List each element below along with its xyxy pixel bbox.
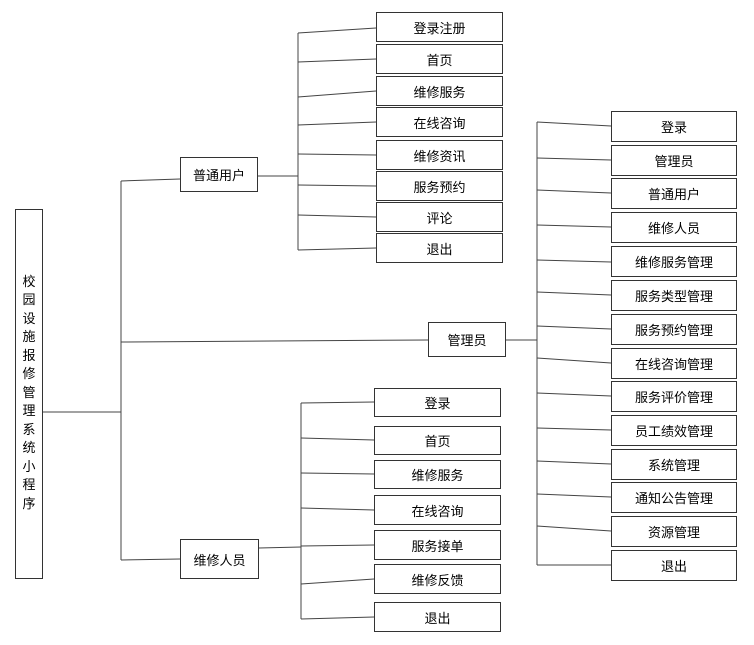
role-user-node: 普通用户 [180,157,258,192]
repair-item-home: 首页 [374,426,501,455]
admin-item-performance-mgmt: 员工绩效管理 [611,415,737,446]
admin-item-repair-staff: 维修人员 [611,212,737,243]
admin-item-logout: 退出 [611,550,737,581]
role-admin-node: 管理员 [428,322,506,357]
admin-item-consult-mgmt: 在线咨询管理 [611,348,737,379]
root-label-char: 程 [22,478,36,494]
root-node: 校园设施报修管理系统小程序 [15,209,43,579]
admin-item-repair-service-mgmt: 维修服务管理 [611,246,737,277]
root-label-char: 统 [22,441,36,457]
root-label-char: 修 [22,367,36,383]
admin-item-user: 普通用户 [611,178,737,209]
root-label: 校园设施报修管理系统小程序 [22,274,35,515]
repair-item-take-order: 服务接单 [374,530,501,560]
user-item-service-booking: 服务预约 [376,171,503,201]
role-repair-node: 维修人员 [180,539,259,579]
admin-item-system-mgmt: 系统管理 [611,449,737,480]
user-item-home: 首页 [376,44,503,74]
admin-item-resource-mgmt: 资源管理 [611,516,737,547]
root-label-char: 系 [22,422,36,438]
user-item-repair-service: 维修服务 [376,76,503,106]
repair-item-repair-service: 维修服务 [374,460,501,489]
root-label-char: 设 [22,311,36,327]
repair-item-logout: 退出 [374,602,501,632]
user-item-comment: 评论 [376,202,503,232]
root-label-char: 施 [22,330,36,346]
root-label-char: 理 [22,404,36,420]
user-item-repair-news: 维修资讯 [376,140,503,170]
root-label-char: 报 [22,348,36,364]
repair-item-login: 登录 [374,388,501,417]
admin-item-review-mgmt: 服务评价管理 [611,381,737,412]
admin-item-admin: 管理员 [611,145,737,176]
root-label-char: 园 [22,293,36,309]
repair-item-online-consult: 在线咨询 [374,495,501,525]
root-label-char: 校 [22,274,36,290]
repair-item-feedback: 维修反馈 [374,564,501,594]
root-label-char: 序 [22,496,36,512]
root-label-char: 管 [22,385,36,401]
root-label-char: 小 [22,459,36,475]
user-item-online-consult: 在线咨询 [376,107,503,137]
admin-item-notice-mgmt: 通知公告管理 [611,482,737,513]
user-item-logout: 退出 [376,233,503,263]
admin-item-login: 登录 [611,111,737,142]
admin-item-service-type-mgmt: 服务类型管理 [611,280,737,311]
admin-item-booking-mgmt: 服务预约管理 [611,314,737,345]
user-item-login-register: 登录注册 [376,12,503,42]
